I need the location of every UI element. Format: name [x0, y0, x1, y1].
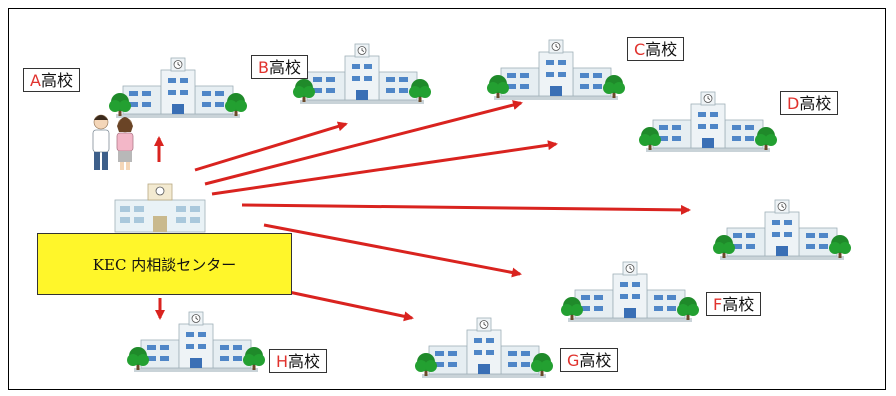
- center-building-icon: [114, 183, 206, 233]
- school-b-label: B高校: [251, 55, 308, 79]
- arrow-to-school-g: [269, 286, 414, 322]
- counseling-center-text: KEC 内相談センター: [92, 255, 237, 274]
- school-f-building-icon: [561, 262, 699, 322]
- arrow-to-school-b: [194, 121, 348, 172]
- school-c-building-icon: [487, 40, 625, 100]
- arrow-to-school-f: [263, 223, 522, 278]
- school-d-building-icon: [639, 92, 777, 152]
- school-b-building-icon: [293, 44, 431, 104]
- teachers-icon: [92, 114, 134, 170]
- arrow-to-school-d: [211, 140, 558, 196]
- counseling-center-label: KEC 内相談センター: [37, 233, 292, 295]
- arrow-to-school-c: [204, 100, 523, 186]
- school-a-label: A高校: [23, 68, 80, 92]
- school-e-building-icon: [713, 200, 851, 260]
- school-g-building-icon: [415, 318, 553, 378]
- school-a-building-icon: [109, 58, 247, 118]
- school-h-label: H高校: [269, 349, 328, 373]
- arrow-to-school-e: [241, 203, 691, 215]
- school-g-label: G高校: [560, 348, 619, 372]
- school-f-label: F高校: [706, 292, 762, 316]
- school-h-building-icon: [127, 312, 265, 372]
- school-d-label: D高校: [780, 91, 839, 115]
- school-c-label: C高校: [627, 37, 685, 61]
